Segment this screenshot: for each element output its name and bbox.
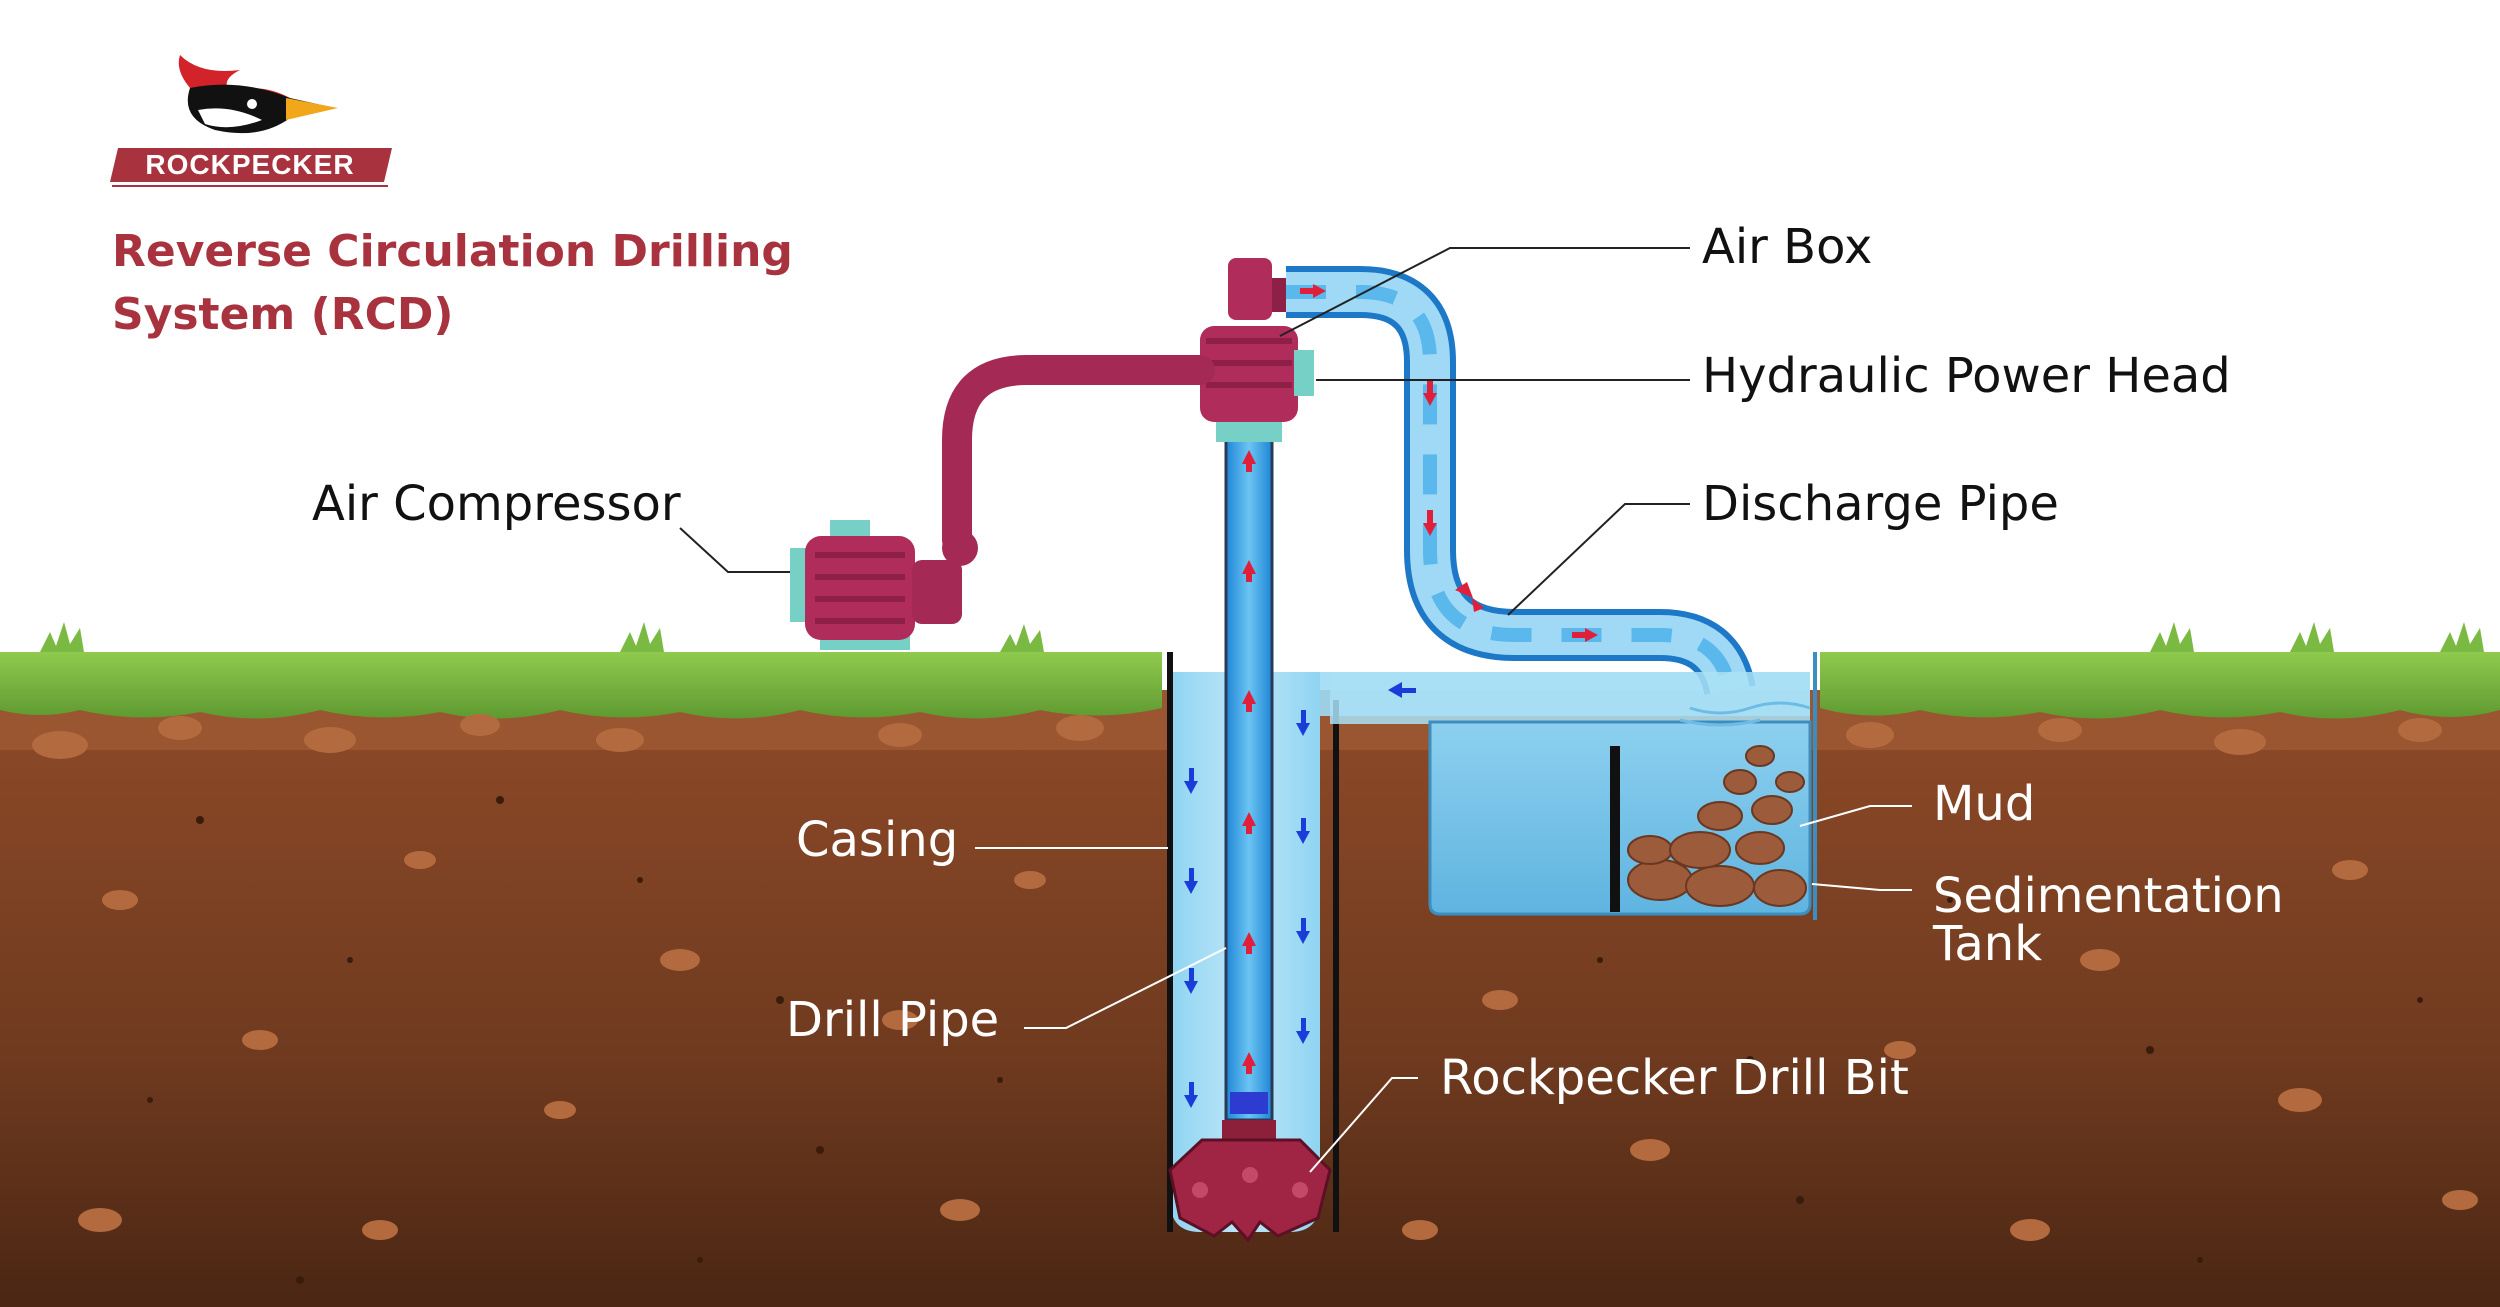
flow-arrows-up	[1242, 450, 1256, 1074]
hydraulic-power-head	[1200, 326, 1298, 422]
grass-tuft	[620, 622, 664, 652]
drill-pipe	[1224, 428, 1274, 1122]
label-casing: Casing	[796, 812, 959, 868]
sedimentation-tank	[1330, 652, 1817, 920]
drill-bit	[1168, 1120, 1332, 1243]
drill-pipe-end	[1230, 1092, 1268, 1114]
rockpecker-logo	[110, 55, 392, 187]
leader-mud	[1799, 805, 1912, 827]
label-drill-pipe: Drill Pipe	[786, 992, 1000, 1048]
water-ripples	[1679, 701, 1811, 727]
leader-sedimentation-tank	[1811, 883, 1912, 891]
discharge-pipe	[1286, 266, 1756, 696]
page-title: Reverse Circulation Drilling System (RCD…	[112, 220, 793, 346]
brand-banner	[110, 148, 392, 182]
leader-discharge-pipe	[1507, 503, 1690, 616]
grass-left	[0, 652, 1162, 719]
grass-tuft	[2290, 622, 2334, 652]
woodpecker-beak-icon	[286, 98, 338, 120]
label-rockpecker-drill-bit: Rockpecker Drill Bit	[1440, 1050, 1909, 1106]
leader-drill-bit	[1309, 1077, 1418, 1173]
label-air-compressor: Air Compressor	[312, 476, 681, 532]
air-box	[1228, 258, 1272, 320]
air-line	[942, 355, 1215, 555]
label-mud: Mud	[1933, 776, 2036, 832]
drill-pipe-body	[1224, 428, 1274, 1122]
grass-tuft	[2440, 622, 2484, 652]
drill-bit-head	[1168, 1138, 1332, 1243]
mud-rocks	[1627, 745, 1807, 907]
title-line-2: System (RCD)	[112, 289, 454, 340]
leader-air-box	[1279, 247, 1690, 337]
grass-tuft	[2150, 622, 2194, 652]
leader-lines	[679, 247, 1912, 1173]
power-head	[1200, 258, 1314, 442]
grass-right	[1820, 652, 2500, 719]
return-flow-arrow	[1388, 682, 1402, 698]
tank-upper-water	[1330, 672, 1810, 724]
air-compressor-body	[805, 536, 915, 640]
flow-arrows-down	[1184, 710, 1310, 1108]
brand-name: ROCKPECKER	[145, 149, 355, 180]
label-discharge-pipe: Discharge Pipe	[1702, 476, 2059, 532]
label-sedimentation-tank-line-2: Tank	[1933, 916, 2043, 972]
label-hydraulic-power-head: Hydraulic Power Head	[1702, 348, 2231, 404]
grass-tuft	[1000, 624, 1044, 652]
air-compressor	[790, 520, 978, 650]
label-air-box: Air Box	[1702, 219, 1873, 275]
soil-rocks	[32, 714, 2478, 1241]
grass-tuft	[40, 622, 84, 652]
label-sedimentation-tank: Sedimentation Tank	[1933, 872, 2284, 968]
discharge-flow-arrows	[1300, 284, 1598, 642]
soil-specks	[147, 796, 2423, 1284]
leader-air-compressor	[679, 527, 790, 573]
label-sedimentation-tank-line-1: Sedimentation	[1933, 868, 2284, 924]
title-line-1: Reverse Circulation Drilling	[112, 226, 793, 277]
leader-drill-pipe	[1024, 947, 1227, 1029]
tank-divider	[1610, 746, 1620, 912]
